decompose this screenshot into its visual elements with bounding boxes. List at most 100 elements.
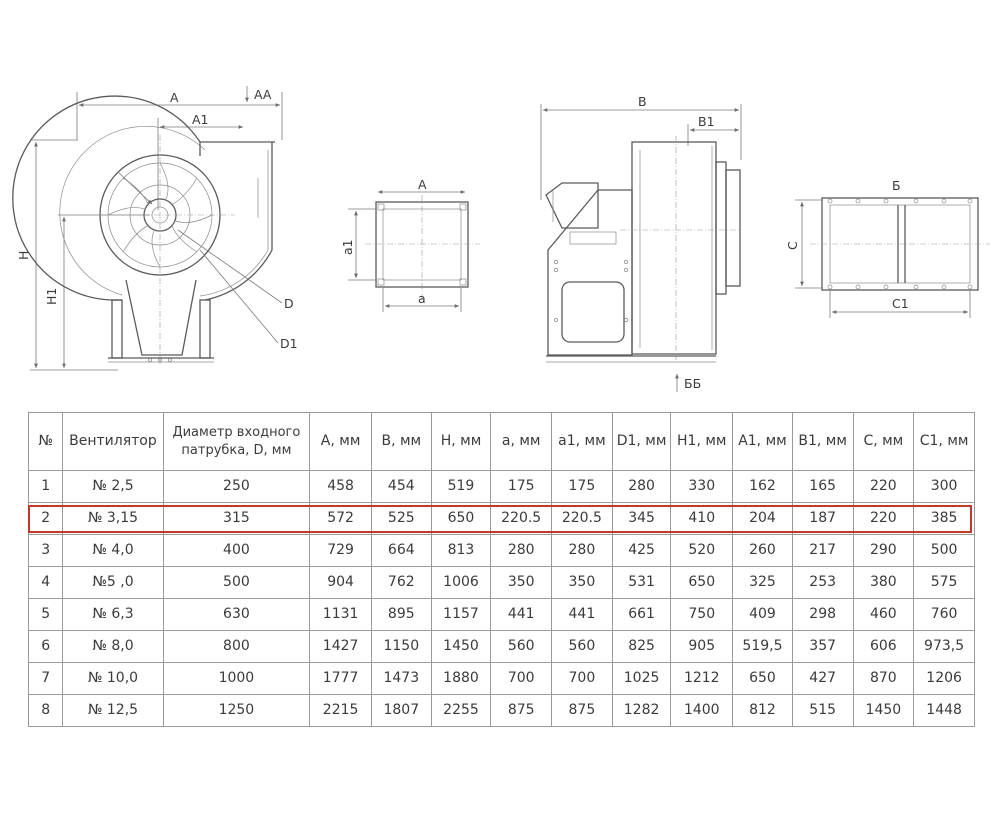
value-cell: 330 xyxy=(670,470,734,503)
value-cell: 572 xyxy=(309,502,372,535)
value-cell: 664 xyxy=(370,534,432,567)
label-c: C xyxy=(785,241,800,250)
value-cell: 630 xyxy=(162,598,311,631)
value-cell: 895 xyxy=(370,598,432,631)
value-cell: 280 xyxy=(551,534,613,567)
value-cell: 280 xyxy=(611,470,672,503)
value-cell: 700 xyxy=(490,662,553,695)
label-bb: ББ xyxy=(684,376,701,391)
header-cell: B1, мм xyxy=(791,412,854,471)
row-number-cell: 1 xyxy=(27,470,64,503)
label-a1: A1 xyxy=(192,112,209,127)
value-cell: 875 xyxy=(551,694,613,727)
technical-drawings: A AA A1 H H1 D xyxy=(0,0,1000,405)
fan-model-cell: № 3,15 xyxy=(62,502,164,535)
value-cell: 1000 xyxy=(162,662,311,695)
header-cell: H1, мм xyxy=(670,412,734,471)
value-cell: 560 xyxy=(551,630,613,663)
row-number-cell: 6 xyxy=(27,630,64,663)
value-cell: 1150 xyxy=(370,630,432,663)
value-cell: 1450 xyxy=(430,630,492,663)
fan-model-cell: № 8,0 xyxy=(62,630,164,663)
label-h: H xyxy=(16,251,31,260)
value-cell: 345 xyxy=(611,502,672,535)
value-cell: 520 xyxy=(670,534,734,567)
value-cell: 661 xyxy=(611,598,672,631)
value-cell: 973,5 xyxy=(913,630,975,663)
row-number-cell: 7 xyxy=(27,662,64,695)
value-cell: 280 xyxy=(490,534,553,567)
table-header-row: № Вентилятор Диаметр входного патрубка, … xyxy=(27,412,975,471)
header-cell: a, мм xyxy=(490,412,553,471)
value-cell: 460 xyxy=(852,598,915,631)
value-cell: 1450 xyxy=(852,694,915,727)
row-number-cell: 5 xyxy=(27,598,64,631)
value-cell: 204 xyxy=(732,502,793,535)
value-cell: 441 xyxy=(490,598,553,631)
fan-model-cell: №5 ,0 xyxy=(62,566,164,599)
front-view: A AA A1 H H1 D xyxy=(12,86,298,371)
value-cell: 1777 xyxy=(309,662,372,695)
value-cell: 162 xyxy=(732,470,793,503)
value-cell: 1473 xyxy=(370,662,432,695)
label-outlet-a1: a1 xyxy=(340,239,355,255)
outlet-view: A a1 a xyxy=(340,177,480,312)
value-cell: 875 xyxy=(490,694,553,727)
value-cell: 800 xyxy=(162,630,311,663)
value-cell: 606 xyxy=(852,630,915,663)
row-number-cell: 2 xyxy=(27,502,64,535)
value-cell: 813 xyxy=(430,534,492,567)
value-cell: 1006 xyxy=(430,566,492,599)
value-cell: 762 xyxy=(370,566,432,599)
header-cell: A1, мм xyxy=(732,412,793,471)
value-cell: 525 xyxy=(370,502,432,535)
header-cell: A, мм xyxy=(309,412,372,471)
value-cell: 409 xyxy=(732,598,793,631)
value-cell: 1206 xyxy=(913,662,975,695)
value-cell: 531 xyxy=(611,566,672,599)
header-cell: Вентилятор xyxy=(62,412,164,471)
value-cell: 253 xyxy=(791,566,854,599)
label-aa: AA xyxy=(254,87,272,102)
value-cell: 220.5 xyxy=(490,502,553,535)
value-cell: 441 xyxy=(551,598,613,631)
value-cell: 1427 xyxy=(309,630,372,663)
fan-model-cell: № 4,0 xyxy=(62,534,164,567)
label-outlet-a: A xyxy=(418,177,427,192)
value-cell: 2255 xyxy=(430,694,492,727)
value-cell: 650 xyxy=(732,662,793,695)
value-cell: 812 xyxy=(732,694,793,727)
side-view: B B1 ББ xyxy=(540,94,742,392)
value-cell: 454 xyxy=(370,470,432,503)
header-cell: Диаметр входного патрубка, D, мм xyxy=(162,412,311,471)
value-cell: 650 xyxy=(670,566,734,599)
value-cell: 290 xyxy=(852,534,915,567)
label-a: A xyxy=(170,90,179,105)
value-cell: 519,5 xyxy=(732,630,793,663)
value-cell: 1880 xyxy=(430,662,492,695)
value-cell: 825 xyxy=(611,630,672,663)
value-cell: 1448 xyxy=(913,694,975,727)
value-cell: 904 xyxy=(309,566,372,599)
value-cell: 175 xyxy=(551,470,613,503)
value-cell: 760 xyxy=(913,598,975,631)
label-plan-b: Б xyxy=(892,178,901,193)
value-cell: 1807 xyxy=(370,694,432,727)
header-cell: C1, мм xyxy=(913,412,975,471)
value-cell: 400 xyxy=(162,534,311,567)
value-cell: 1250 xyxy=(162,694,311,727)
value-cell: 350 xyxy=(490,566,553,599)
fan-model-cell: № 2,5 xyxy=(62,470,164,503)
value-cell: 165 xyxy=(791,470,854,503)
label-d1: D1 xyxy=(280,336,298,351)
value-cell: 560 xyxy=(490,630,553,663)
value-cell: 425 xyxy=(611,534,672,567)
drawings-svg: A AA A1 H H1 D xyxy=(12,86,990,392)
value-cell: 217 xyxy=(791,534,854,567)
